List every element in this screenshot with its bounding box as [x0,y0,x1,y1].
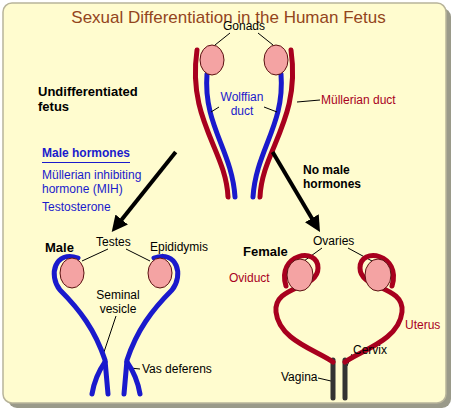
oviduct-uterus [345,256,402,362]
part-label: Gonads [214,19,274,33]
part-label: Vas deferens [142,362,232,376]
oviduct-uterus [276,256,333,362]
gonad [200,45,224,75]
part-label: Vagina [281,370,331,384]
leader-line [297,100,320,102]
part-label: Epididymis [150,240,230,254]
leader-line [104,316,116,352]
leader-line [126,249,150,261]
ovary [365,259,391,291]
edge-label: Male hormones [42,146,130,163]
leader-line [211,107,219,112]
group-region: Female [235,232,435,402]
part-label: Testosterone [42,200,152,214]
group-heading: Female [243,244,313,259]
part-label: Wolffian duct [214,90,270,118]
leader-line [258,33,273,45]
edge-label: No male hormones [303,163,385,191]
ovary [287,259,313,291]
part-label: Uterus [405,318,447,332]
part-label: Seminal vesicle [93,288,143,316]
testis [148,258,172,288]
female-tract [276,256,402,398]
part-label: Oviduct [229,271,284,285]
leader-line [264,107,277,112]
part-label: Müllerian duct [321,93,431,107]
seminal-vesicle [92,362,105,394]
leader-line [318,378,331,381]
part-label: Ovaries [313,234,373,248]
group-heading: Undifferentiated fetus [38,84,156,114]
gonad [264,45,288,75]
vagina [343,360,348,398]
part-label: Testes [96,235,146,249]
frame [3,3,446,403]
seminal-vesicle [127,362,140,394]
testis [60,258,84,288]
leader-line [215,33,230,45]
leader-line [82,249,108,261]
part-label: Cervix [353,343,403,357]
part-label: Müllerian inhibiting hormone (MIH) [42,168,167,196]
vagina [331,360,336,398]
vas-deferens [54,256,108,394]
